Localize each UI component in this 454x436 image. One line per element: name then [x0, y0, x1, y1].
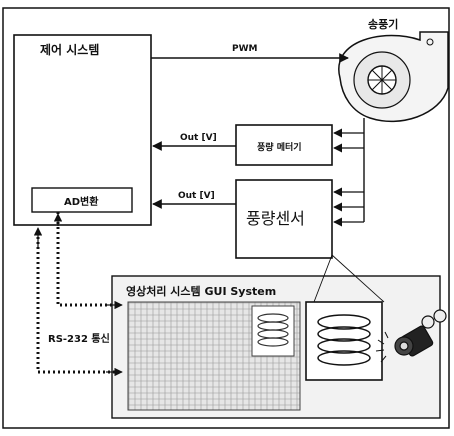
- gui-title-label: 영상처리 시스템 GUI System: [126, 285, 277, 298]
- flow-sensor-box: [235, 179, 333, 259]
- camera-icon: [375, 309, 447, 363]
- out-v-label-1: Out [V]: [180, 133, 217, 143]
- zoom-line-1: [313, 254, 333, 303]
- blower-label: 송풍기: [368, 18, 399, 31]
- small-coil-icon: [257, 313, 289, 347]
- blower-fan-icon: [338, 31, 449, 122]
- pwm-label: PWM: [232, 44, 258, 54]
- outer-frame: [2, 7, 450, 429]
- rs232-link: [36, 212, 118, 374]
- ad-converter-label: AD변환: [64, 197, 99, 208]
- flow-meter-label: 풍량 메터기: [257, 143, 302, 153]
- rs232-label: RS-232 통신: [48, 334, 110, 345]
- out-v-label-2: Out [V]: [178, 191, 215, 201]
- flow-meter-box: [235, 124, 333, 166]
- control-system-label: 제어 시스템: [40, 43, 100, 57]
- ad-converter-box: [31, 187, 133, 213]
- flow-sensor-label: 풍량센서: [246, 209, 305, 228]
- coil-spring-icon: [317, 314, 371, 366]
- zoom-line-2: [331, 254, 385, 303]
